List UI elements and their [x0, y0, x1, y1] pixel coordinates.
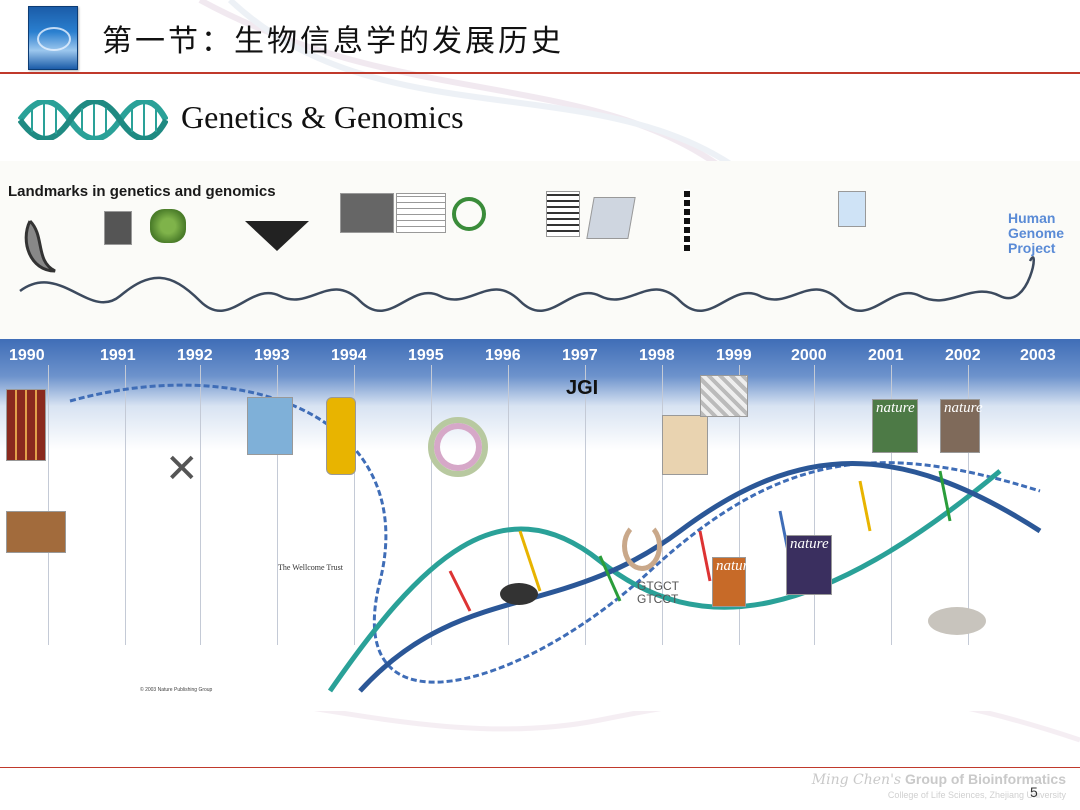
year-label: 1996 — [485, 347, 521, 364]
footer-affiliation: College of Life Sciences, Zhejiang Unive… — [887, 790, 1066, 800]
year-divider — [739, 365, 740, 645]
finished-genome-caption: Finished version of human genome sequenc… — [1019, 531, 1070, 613]
codon-table-thumbnail — [396, 193, 446, 233]
year-label: 1999 — [716, 347, 752, 364]
page-number: 5 — [1030, 784, 1038, 800]
human-genome-project-label: Human Genome Project — [1008, 210, 1065, 256]
mouse-image — [500, 583, 538, 605]
journal-masthead: nature — [944, 400, 983, 416]
year-divider — [277, 365, 278, 645]
year-label: 2000 — [791, 347, 827, 364]
journal-cover-thumbnail — [838, 191, 866, 227]
wellcome-trust-logo: The Wellcome Trust — [278, 563, 343, 572]
pea-plant-thumbnail — [150, 209, 186, 243]
year-divider — [125, 365, 126, 645]
year-divider — [662, 365, 663, 645]
timeline-double-helix — [69, 383, 1042, 693]
nature-cover-1999: nature — [712, 557, 755, 607]
year-label: 1997 — [562, 347, 598, 364]
footer-group-name: Ming Chen's Group of Bioinformatics — [812, 771, 1066, 788]
chromosome-map-thumbnail — [684, 189, 690, 251]
year-label: 1992 — [177, 347, 213, 364]
year-divider — [200, 365, 201, 645]
page-title: 第一节：生物信息学的发展历史 — [102, 24, 564, 59]
figure-title: Landmarks in genetics and genomics — [8, 183, 276, 200]
scientists-photo-thumbnail — [340, 193, 394, 233]
rat-image — [928, 607, 986, 635]
footer-divider — [0, 767, 1080, 768]
year-divider — [968, 365, 969, 645]
year-label: 1995 — [408, 347, 444, 364]
bacterial-genome-ring — [428, 417, 488, 477]
year-divider — [354, 365, 355, 645]
year-label: 1993 — [254, 347, 290, 364]
year-label: 1991 — [100, 347, 136, 364]
section-subtitle: Genetics & Genomics — [181, 99, 464, 135]
dna-helix-icon — [18, 100, 168, 140]
microarray-image — [700, 375, 748, 417]
nature-cover-2000: nature — [786, 535, 832, 595]
year-divider — [508, 365, 509, 645]
year-divider — [48, 365, 49, 645]
children-photo-image — [6, 511, 66, 553]
journal-masthead: nature — [790, 536, 829, 552]
footer-group-label: Group of Bioinformatics — [905, 771, 1066, 787]
yeast-chromosomes-image: ✕ — [165, 446, 199, 491]
year-label: 1998 — [639, 347, 675, 364]
year-divider — [431, 365, 432, 645]
nature-cover-2002: nature — [940, 399, 983, 453]
science-journal-cover — [247, 397, 293, 455]
footer-group-script: Ming Chen's — [811, 772, 902, 788]
year-label: 2001 — [868, 347, 904, 364]
sequence-alignment-top: GTGCT — [637, 579, 679, 593]
gel-plate-thumbnail — [586, 197, 636, 239]
plasmid-ring-thumbnail — [452, 197, 486, 231]
year-divider — [891, 365, 892, 645]
year-divider — [814, 365, 815, 645]
nature-cover-2001: nature — [872, 399, 918, 453]
jgi-logo: JGI — [566, 377, 599, 399]
sequence-grid-image — [6, 389, 46, 461]
year-label: 2002 — [945, 347, 981, 364]
textbook-cover-image — [28, 6, 78, 70]
year-label: 2003 — [1020, 347, 1056, 364]
year-divider — [585, 365, 586, 645]
worm-image — [622, 521, 662, 571]
journal-masthead: nature — [876, 400, 915, 416]
year-label: 1994 — [331, 347, 367, 364]
year-label: 1990 — [9, 347, 45, 364]
yellow-journal-cover — [326, 397, 356, 475]
fruit-fly-drawing — [662, 415, 708, 475]
sequencing-gel-thumbnail — [546, 191, 580, 237]
portrait-thumbnail — [104, 211, 132, 245]
journal-masthead: nature — [716, 558, 755, 574]
figure-copyright: © 2003 Nature Publishing Group — [140, 687, 213, 693]
genomics-timeline-figure: Landmarks in genetics and genomics Human… — [0, 161, 1080, 711]
gel-cone-thumbnail — [245, 221, 309, 251]
sequence-alignment-bottom: GTCCT — [637, 592, 679, 606]
header-divider — [0, 72, 1080, 74]
chromosome-timeline-line — [19, 219, 1035, 313]
